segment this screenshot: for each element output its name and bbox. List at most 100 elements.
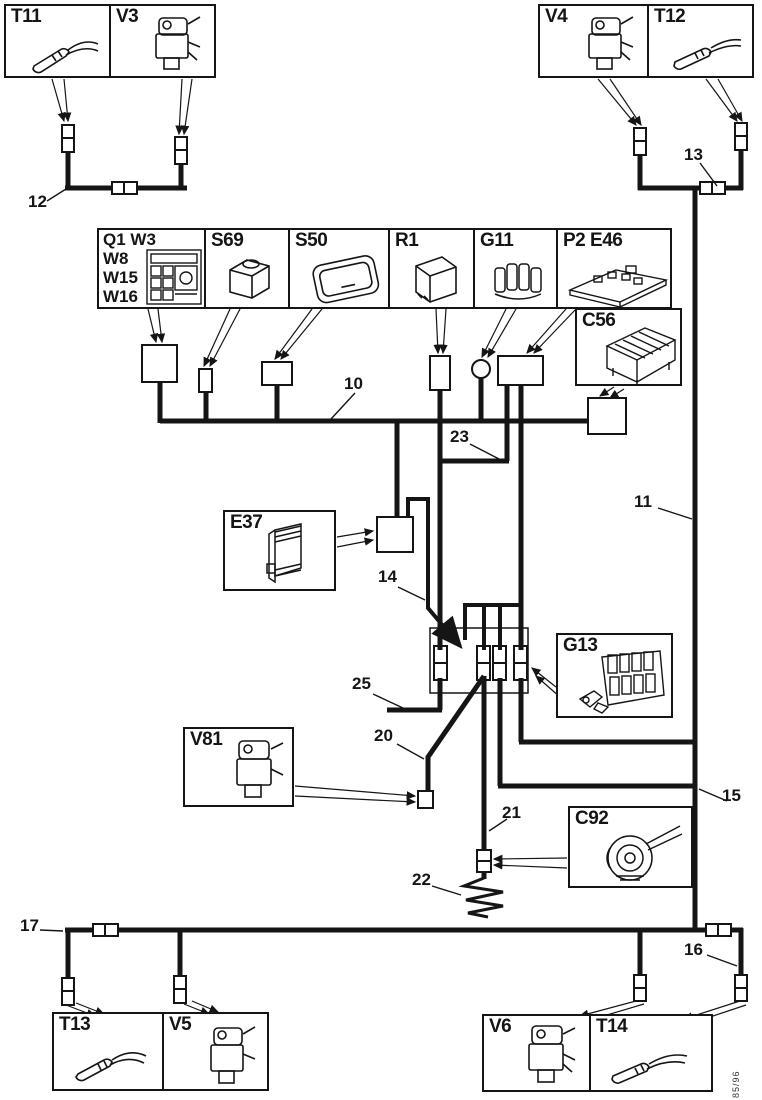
c56-leader [598, 386, 625, 399]
component-label-c92: C92 [575, 808, 609, 829]
detail-box-s69: S69 [204, 228, 290, 309]
v81-lock-motor-drawing [236, 740, 284, 798]
detail-box-c92: C92 [568, 806, 693, 888]
detail-box-r1: R1 [388, 228, 475, 309]
r1-relay-drawing [415, 256, 457, 303]
c56-tray-drawing [605, 327, 677, 386]
g13-holder-drawing [578, 650, 665, 714]
component-label-v81: V81 [190, 729, 223, 750]
detail-box-g13: G13 [556, 633, 673, 718]
component-label-v4: V4 [545, 6, 568, 27]
component-label-p2e46: P2 E46 [563, 230, 623, 251]
inline-connector-symbols-horizontal [92, 181, 732, 937]
t11-leader [51, 78, 72, 123]
detail-box-v3: V3 [109, 4, 216, 78]
detail-box-g11: G11 [473, 228, 558, 309]
detail-box-s50: S50 [288, 228, 390, 309]
harness-wire-23 [437, 419, 509, 650]
v4-leader [597, 78, 642, 126]
wire-label-22: 22 [412, 870, 431, 889]
c92-horn-drawing [606, 825, 683, 881]
component-label-t11: T11 [11, 6, 42, 27]
wire-label-10: 10 [344, 374, 363, 393]
harness-wire-25 [387, 678, 443, 713]
s69-leader [203, 308, 241, 368]
detail-box-v81: V81 [183, 727, 294, 807]
p2-e46-board-drawing [567, 265, 669, 308]
detail-box-c56: C56 [575, 308, 682, 386]
wire-label-23: 23 [450, 427, 469, 446]
component-label-t12: T12 [654, 6, 686, 27]
v6-lock-motor-drawing [528, 1025, 576, 1083]
s50-leader [274, 308, 323, 360]
component-label-t14: T14 [596, 1016, 628, 1037]
v3-leader [175, 78, 193, 136]
component-label-r1: R1 [395, 230, 419, 251]
g11-leader [481, 308, 517, 359]
t12-leader [705, 78, 743, 123]
detail-box-e37: E37 [223, 510, 336, 591]
component-label-v6: V6 [489, 1016, 512, 1037]
wire-label-11: 11 [634, 492, 652, 511]
wire-number-leaders [39, 162, 738, 967]
e37-junction-box [376, 516, 414, 553]
r1-leader [433, 308, 448, 355]
detail-box-t12: T12 [647, 4, 754, 78]
wire-label-17: 17 [20, 916, 39, 935]
g11-cell-pack-drawing [494, 263, 542, 300]
e37-leader [336, 528, 375, 548]
wire-label-20: 20 [374, 726, 393, 745]
inline-connector-symbols-vertical [61, 122, 748, 1006]
t12-connector-drawing [673, 38, 742, 71]
g11-round-terminal [471, 359, 491, 379]
component-label-g11: G11 [480, 230, 514, 251]
component-label-e37: E37 [230, 512, 263, 533]
wire-label-15: 15 [722, 786, 741, 805]
wire-label-13: 13 [684, 145, 703, 164]
coiled-wire-22 [458, 876, 504, 919]
harness-wire-15 [497, 678, 697, 789]
harness-wire-17 [65, 927, 744, 980]
detail-box-t14: T14 [589, 1014, 713, 1092]
detail-box-v6: V6 [482, 1014, 591, 1092]
t13-connector-drawing [75, 1052, 147, 1082]
component-label-s50: S50 [295, 230, 328, 251]
t14-connector-drawing [611, 1054, 688, 1084]
v81-leader [294, 785, 417, 806]
wire-label-12: 12 [28, 192, 47, 211]
wire-label-25: 25 [352, 674, 371, 693]
harness-wire-16-branch [518, 678, 697, 745]
harness-splice-tee [463, 603, 521, 650]
q1-leader [147, 308, 166, 344]
v3-lock-motor-drawing [155, 16, 201, 70]
wire-label-14: 14 [378, 567, 397, 586]
central-connector-block [429, 627, 529, 694]
wire-label-21: 21 [502, 803, 521, 822]
t11-connector-drawing [32, 41, 99, 74]
component-label-v3: V3 [116, 6, 139, 27]
v4-lock-motor-drawing [588, 16, 634, 70]
component-label-s69: S69 [211, 230, 244, 251]
c92-leader [492, 854, 568, 870]
wire-label-16: 16 [684, 940, 703, 959]
component-label-v5: V5 [169, 1014, 192, 1035]
detail-box-t13: T13 [52, 1012, 164, 1091]
component-label-c56: C56 [582, 310, 616, 331]
component-label-t13: T13 [59, 1014, 91, 1035]
doc-ref: 85/96 [731, 1070, 741, 1098]
e37-module-drawing [266, 523, 302, 584]
component-label-q1: Q1 W3 W8 W15 W16 [103, 230, 156, 306]
component-label-g13: G13 [563, 635, 598, 656]
s50-switch-drawing [312, 255, 380, 304]
harness-wire-20 [425, 674, 487, 793]
s69-switch-drawing [229, 259, 270, 299]
harness-wire-14 [406, 497, 463, 650]
v5-lock-motor-drawing [210, 1026, 256, 1084]
block-terminal-symbols [433, 645, 528, 681]
detail-box-t11: T11 [4, 4, 111, 78]
detail-box-p2e46: P2 E46 [556, 228, 672, 309]
bus10-terminal-symbols [141, 344, 627, 553]
detail-box-q1: Q1 W3 W8 W15 W16 [97, 228, 206, 309]
